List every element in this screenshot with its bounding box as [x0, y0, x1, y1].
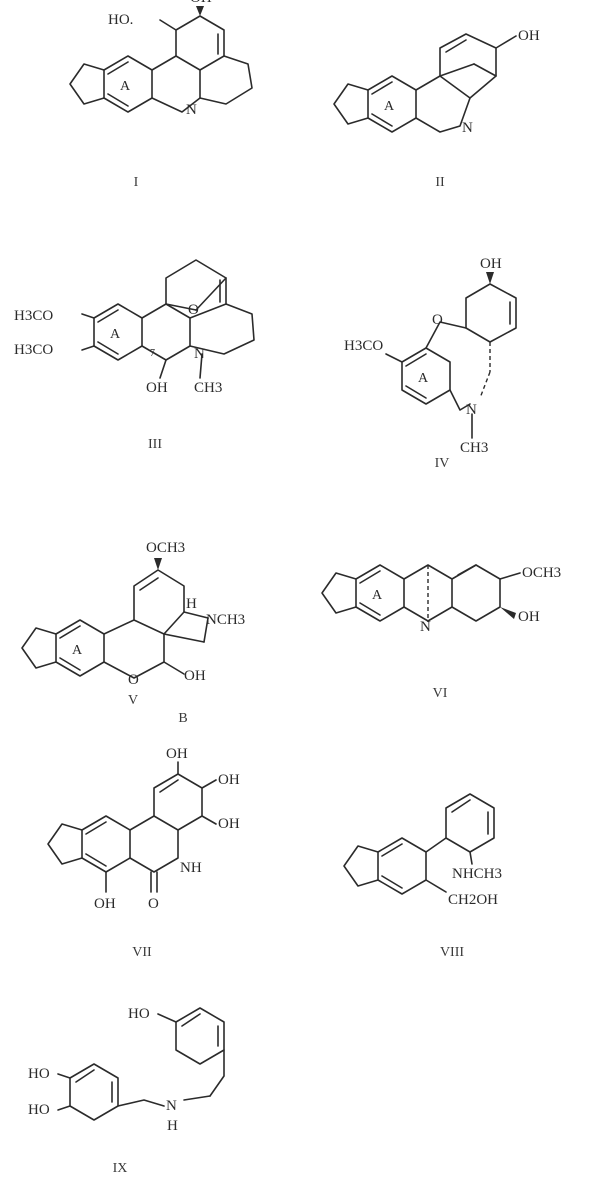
numeral-ix: IX	[113, 1161, 128, 1176]
structure-vi-diagram: OCH3 N OH A VI	[321, 564, 561, 701]
label-o: O	[188, 302, 199, 318]
label-o: O	[148, 896, 159, 912]
label-oh-right-1: OH	[218, 772, 240, 788]
label-oh: OH	[518, 28, 540, 44]
structure-vii: OH OH OH NH OH O VII	[10, 746, 300, 968]
structure-iii-diagram: H3CO H3CO O 7 N OH CH3 A III	[14, 259, 255, 452]
label-n: N	[186, 102, 197, 118]
ring-label-a: A	[72, 643, 83, 658]
structure-ii-diagram: OH N A II	[333, 28, 540, 190]
label-oh-right-2: OH	[218, 816, 240, 832]
structure-viii: NHCH3 CH2OH VIII	[322, 768, 592, 968]
numeral-viii: VIII	[440, 945, 464, 960]
structure-vi: OCH3 N OH A VI	[300, 535, 595, 715]
label-nch3: NCH3	[206, 612, 245, 628]
ring-label-a: A	[418, 371, 429, 386]
structure-ii: OH N A II	[320, 8, 590, 198]
label-n: N	[466, 402, 477, 418]
ring-label-a: A	[384, 99, 395, 114]
ring-label-a: A	[120, 79, 131, 94]
label-och3: OCH3	[146, 540, 185, 556]
label-oh: OH	[480, 256, 502, 272]
label-nhch3: NHCH3	[452, 866, 502, 882]
structure-v: OCH3 H NCH3 O OH A V B	[8, 508, 298, 728]
ring-label-a: A	[110, 327, 121, 342]
structure-vii-diagram: OH OH OH NH OH O VII	[47, 746, 240, 960]
structure-viii-diagram: NHCH3 CH2OH VIII	[343, 793, 502, 960]
structure-i: HO. OH N A I	[20, 0, 290, 198]
ring-label-a: A	[372, 588, 383, 603]
label-oh: OH	[146, 380, 168, 396]
label-h: H	[186, 596, 197, 612]
structure-iv-diagram: OH H3CO O N CH3 A IV	[344, 256, 517, 471]
label-oh: OH	[518, 609, 540, 625]
label-ho-2: HO	[28, 1102, 50, 1118]
numeral-v: V	[128, 693, 138, 708]
numeral-vi: VI	[433, 686, 448, 701]
structure-ix-diagram: HO HO HO N H IX	[28, 1006, 225, 1176]
structure-i-diagram: HO. OH N A I	[69, 0, 253, 190]
label-ch3: CH3	[194, 380, 222, 396]
label-ho-1: HO	[28, 1066, 50, 1082]
structure-v-diagram: OCH3 H NCH3 O OH A V B	[21, 540, 245, 726]
structure-iii: H3CO H3CO O 7 N OH CH3 A III	[10, 250, 300, 460]
label-oh: OH	[190, 0, 212, 6]
label-n: N	[420, 619, 431, 635]
label-oh-top: OH	[166, 746, 188, 762]
structure-ix: HO HO HO N H IX	[14, 1000, 304, 1185]
label-ch3: CH3	[460, 440, 488, 456]
label-ho: HO.	[108, 12, 133, 28]
label-nh: NH	[180, 860, 202, 876]
label-position-7: 7	[150, 348, 155, 359]
label-h3co: H3CO	[344, 338, 383, 354]
label-n: N	[194, 346, 205, 362]
label-h3co-2: H3CO	[14, 342, 53, 358]
label-oh: OH	[184, 668, 206, 684]
structure-iv: OH H3CO O N CH3 A IV	[330, 232, 590, 472]
label-h3co-1: H3CO	[14, 308, 53, 324]
label-h: H	[167, 1118, 178, 1134]
label-o: O	[128, 672, 139, 688]
label-ho-top: HO	[128, 1006, 150, 1022]
label-oh-bottom: OH	[94, 896, 116, 912]
numeral-i: I	[134, 175, 139, 190]
numeral-iii: III	[148, 437, 162, 452]
label-o: O	[432, 312, 443, 328]
label-b: B	[178, 711, 187, 726]
numeral-vii: VII	[132, 945, 152, 960]
label-n: N	[166, 1098, 177, 1114]
label-ch2oh: CH2OH	[448, 892, 498, 908]
numeral-iv: IV	[435, 456, 450, 471]
label-och3: OCH3	[522, 565, 561, 581]
label-n: N	[462, 120, 473, 136]
numeral-ii: II	[435, 175, 445, 190]
